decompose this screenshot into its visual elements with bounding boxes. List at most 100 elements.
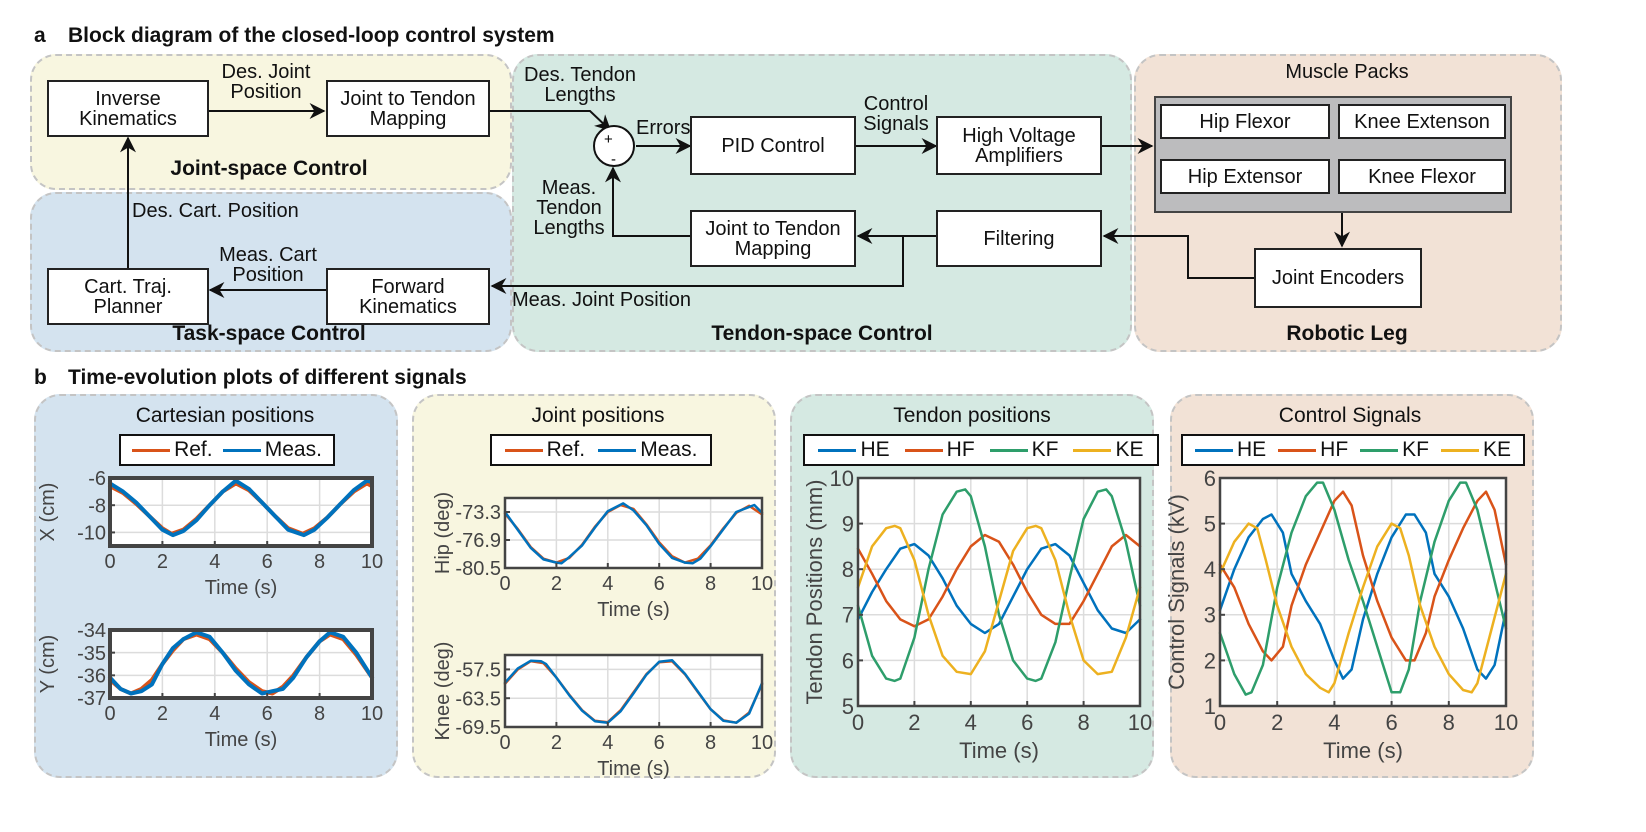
legend-label-he: HE — [1236, 438, 1267, 461]
tick-label-y: 7 — [842, 603, 854, 628]
tick-label-y: -35 — [77, 643, 106, 665]
axes-frame — [108, 628, 374, 700]
legend-swatch-meas — [222, 448, 261, 452]
legend-item-ke: KE — [1073, 438, 1143, 462]
series-line-meas — [503, 659, 764, 724]
muscle-packs-title: Muscle Packs — [1285, 61, 1409, 83]
tick-label-x: 8 — [314, 703, 325, 725]
tick-label-y: 10 — [830, 466, 854, 491]
y-axis-label: Tendon Positions (mm) — [802, 480, 827, 705]
y-axis-label: Knee (deg) — [432, 642, 454, 741]
tick-label-x: 6 — [654, 732, 665, 754]
legend-label-meas: Meas. — [264, 438, 322, 461]
tick-label-x: 6 — [262, 551, 273, 573]
section-a-letter: a — [34, 24, 46, 47]
tick-label-y: -73.3 — [455, 502, 501, 524]
legend-item-ke: KE — [1440, 438, 1511, 462]
meas-cart-position-label: Meas. Cart Position — [219, 244, 317, 286]
filtering-block: Filtering — [936, 210, 1102, 267]
tick-label-y: 1 — [1204, 694, 1216, 719]
tick-label-x: 0 — [104, 703, 115, 725]
cartesian-title: Cartesian positions — [135, 404, 315, 427]
tick-label-x: 8 — [705, 732, 716, 754]
tick-label-x: 10 — [361, 551, 383, 573]
legend-swatch-hf — [904, 448, 943, 452]
tick-label-y: -57.5 — [455, 660, 501, 682]
series-line-meas — [108, 630, 374, 696]
section-b-letter: b — [34, 366, 47, 389]
tick-label-y: -69.5 — [455, 717, 501, 739]
legend-swatch-kf — [1360, 448, 1399, 452]
joint-legend: Ref. Meas. — [490, 434, 712, 466]
y-axis-label: Y (cm) — [37, 635, 59, 694]
legend-swatch-meas — [598, 448, 637, 452]
muscle-knee-flexor: Knee Flexor — [1338, 159, 1506, 194]
series-line-kf — [856, 488, 1142, 683]
x-axis-label: Time (s) — [959, 738, 1039, 763]
plot-area — [1220, 478, 1506, 706]
des-cart-position-label: Des. Cart. Position — [132, 200, 299, 222]
y-axis-label: Hip (deg) — [432, 492, 454, 574]
tick-label-x: 2 — [157, 551, 168, 573]
axes-frame — [503, 496, 764, 570]
axes-frame — [108, 476, 374, 548]
tendon-title: Tendon positions — [893, 404, 1051, 427]
series-line-ke — [1218, 522, 1508, 694]
tick-label-x: 2 — [1271, 710, 1283, 735]
x-axis-label: Time (s) — [1323, 738, 1403, 763]
legend-label-kf: KF — [1031, 438, 1059, 461]
series-line-hf — [856, 533, 1142, 628]
legend-label-ke: KE — [1115, 438, 1144, 461]
series-line-he — [856, 542, 1142, 635]
meas-tendon-lengths-label: Meas. Tendon Lengths — [533, 177, 605, 239]
plot-area — [110, 630, 372, 698]
legend-item-hf: HF — [1278, 438, 1348, 462]
x-axis-label: Time (s) — [205, 729, 278, 751]
des-tendon-lengths-label: Des. Tendon Lengths — [524, 64, 636, 106]
series-line-meas — [503, 502, 764, 565]
inverse-kinematics-block: Inverse Kinematics — [47, 80, 209, 137]
tick-label-y: -36 — [77, 666, 106, 688]
tick-label-y: -37 — [77, 688, 106, 710]
tick-label-y: 8 — [842, 557, 854, 582]
legend-item-meas: Meas. — [222, 438, 322, 462]
task-space-label: Task-space Control — [172, 322, 366, 345]
tick-label-y: -76.9 — [455, 530, 501, 552]
series-line-kf — [1218, 481, 1508, 696]
tick-label-x: 4 — [1328, 710, 1340, 735]
joint-space-label: Joint-space Control — [170, 157, 368, 180]
plot-area — [858, 478, 1140, 706]
tick-label-y: 6 — [842, 648, 854, 673]
joint-title: Joint positions — [531, 404, 665, 427]
tick-label-y: -34 — [77, 620, 106, 642]
legend-item-he: HE — [1194, 438, 1267, 462]
legend-swatch-ke — [1440, 448, 1479, 452]
control-legend: HE HF KF KE — [1181, 434, 1525, 466]
high-voltage-amplifiers-block: High Voltage Amplifiers — [936, 116, 1102, 175]
joint-to-tendon-mapping-block-bottom: Joint to Tendon Mapping — [690, 210, 856, 267]
legend-swatch-kf — [989, 448, 1028, 452]
tick-label-x: 2 — [908, 710, 920, 735]
control-title: Control Signals — [1278, 404, 1422, 427]
muscle-hip-extensor: Hip Extensor — [1160, 159, 1330, 194]
tick-label-y: 3 — [1204, 603, 1216, 628]
joint-encoders-block: Joint Encoders — [1254, 248, 1422, 308]
tick-label-y: 4 — [1204, 557, 1216, 582]
legend-label-meas: Meas. — [640, 438, 698, 461]
cartesian-legend: Ref. Meas. — [119, 434, 335, 466]
legend-item-hf: HF — [904, 438, 975, 462]
legend-item-ref: Ref. — [132, 438, 213, 462]
meas-joint-position-label: Meas. Joint Position — [512, 289, 691, 311]
legend-swatch-hf — [1278, 448, 1317, 452]
y-axis-label: X (cm) — [37, 483, 59, 542]
legend-item-kf: KF — [1360, 438, 1429, 462]
series-line-hf — [1218, 490, 1508, 662]
tick-label-y: -10 — [77, 523, 106, 545]
forward-kinematics-block: Forward Kinematics — [326, 268, 490, 325]
legend-swatch-he — [818, 448, 857, 452]
tick-label-x: 4 — [965, 710, 977, 735]
